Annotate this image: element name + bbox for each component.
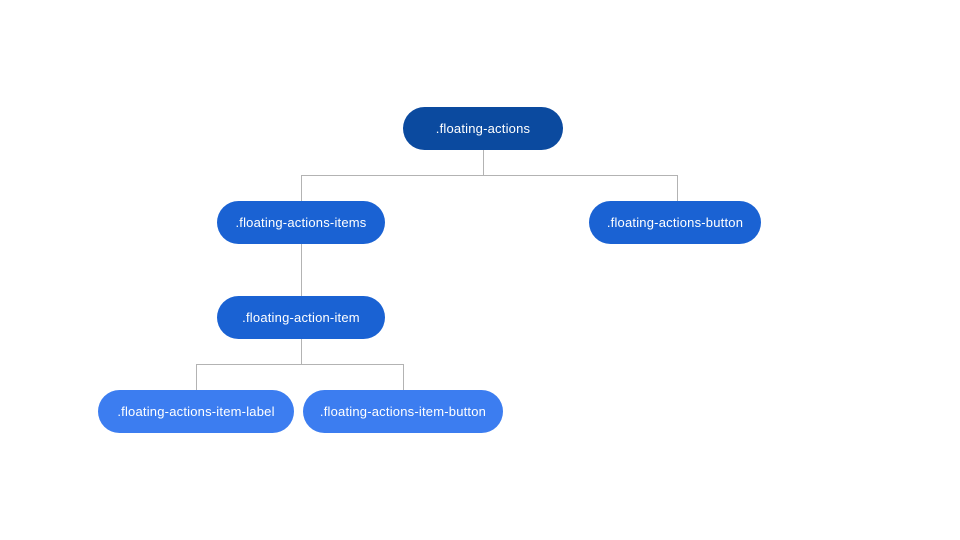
connector-button-drop	[677, 175, 678, 201]
connector-top-rail	[301, 175, 678, 176]
connector-root-stem	[483, 150, 484, 176]
node-floating-actions: .floating-actions	[403, 107, 563, 150]
connector-bottom-rail	[196, 364, 404, 365]
node-floating-actions-items: .floating-actions-items	[217, 201, 385, 244]
connector-items-to-item	[301, 244, 302, 296]
node-floating-action-item: .floating-action-item	[217, 296, 385, 339]
node-floating-actions-item-label: .floating-actions-item-label	[98, 390, 294, 433]
node-floating-actions-button: .floating-actions-button	[589, 201, 761, 244]
connector-action-item-stem	[301, 339, 302, 365]
node-floating-actions-item-button: .floating-actions-item-button	[303, 390, 503, 433]
connector-item-button-drop	[403, 364, 404, 390]
connector-item-label-drop	[196, 364, 197, 390]
connector-items-drop	[301, 175, 302, 201]
